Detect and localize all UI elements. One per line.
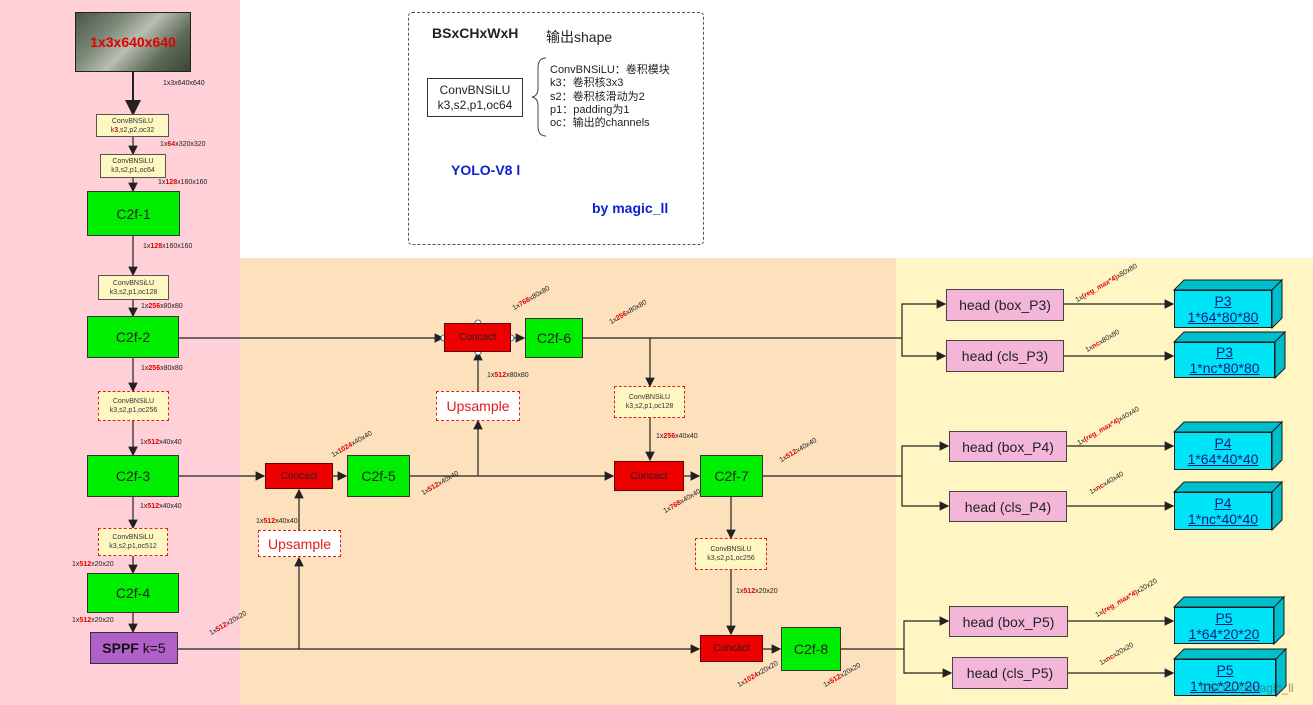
dim-label: 1x512x40x40: [140, 439, 182, 446]
head-box-p4: head (box_P4): [949, 431, 1067, 462]
legend-sample-name: ConvBNSiLU: [439, 82, 511, 97]
upsample-block-1: Upsample: [258, 530, 341, 557]
dim-label: 1x128x160x160: [143, 243, 193, 250]
legend-sample-params: k3,s2,p1,oc64: [437, 97, 513, 112]
conv-block-6-params: k3,s2,p1,oc128: [625, 403, 674, 410]
head-cls-p4: head (cls_P4): [949, 491, 1067, 522]
dim-label: 1x64x320x320: [160, 141, 206, 148]
input-dims: 1x3x640x640: [163, 80, 205, 87]
legend-explain: ConvBNSiLU：卷积模块 k3：卷积核3x3 s2：卷积核滑动为2 p1：…: [550, 64, 670, 130]
legend-box: [408, 12, 704, 245]
output-name: P3: [1214, 293, 1232, 309]
conv-block-6-name: ConvBNSiLU: [628, 394, 671, 401]
conv-block-4: ConvBNSiLU k3,s2,p1,oc256: [98, 391, 169, 421]
c2f-2-block: C2f-2: [87, 316, 179, 358]
conv-block-4-name: ConvBNSiLU: [112, 398, 155, 405]
legend-shape-label: 输出shape: [546, 29, 613, 45]
c2f-1-block: C2f-1: [87, 191, 180, 236]
output-shape: 1*64*20*20: [1188, 625, 1260, 642]
upsample-block-2: Upsample: [436, 391, 520, 421]
legend-sample-block: ConvBNSiLU k3,s2,p1,oc64: [427, 78, 523, 117]
concat-block-4: Concact: [700, 635, 763, 662]
conv-block-2: ConvBNSiLU k3,s2,p1,oc64: [100, 154, 166, 178]
head-cls-p5: head (cls_P5): [952, 657, 1068, 689]
output-name: P4: [1214, 435, 1232, 451]
conv-block-3-name: ConvBNSiLU: [112, 279, 155, 287]
concat-block-1: Concact: [265, 463, 333, 489]
conv-block-1: ConvBNSiLU k3,s2,p2,oc32: [96, 114, 169, 137]
output-name: P3: [1215, 344, 1234, 360]
c2f-8-block: C2f-8: [781, 627, 841, 671]
dim-label: 1x512x40x40: [256, 518, 298, 525]
conv-block-3: ConvBNSiLU k3,s2,p1,oc128: [98, 275, 169, 300]
dim-label: 1x256x40x40: [656, 433, 698, 440]
conv-block-1-name: ConvBNSiLU: [111, 117, 154, 125]
conv-block-1-params: k3,s2,p2,oc32: [110, 126, 155, 134]
output-name: P5: [1216, 661, 1234, 678]
conv-block-2-params: k3,s2,p1,oc64: [111, 167, 155, 174]
concat-block-3: Concact: [614, 461, 684, 491]
dim-label: 1x256x80x80: [141, 303, 183, 310]
head-box-p5: head (box_P5): [949, 606, 1068, 637]
conv-block-3-params: k3,s2,p1,oc128: [109, 288, 158, 296]
conv-block-7: ConvBNSiLU k3,s2,p1,oc256: [695, 538, 767, 570]
conv-block-2-name: ConvBNSiLU: [112, 158, 154, 165]
model-name: YOLO-V8 l: [451, 162, 521, 178]
c2f-7-block: C2f-7: [700, 455, 763, 497]
output-shape: 1*nc*80*80: [1189, 360, 1260, 376]
concat-block-2: Concact: [444, 323, 511, 352]
output-name: P4: [1214, 495, 1232, 511]
conv-block-6: ConvBNSiLU k3,s2,p1,oc128: [614, 386, 685, 418]
sppf-block: SPPF k=5: [90, 632, 178, 664]
watermark: CSDN @magic_ll: [1200, 681, 1294, 695]
c2f-6-block: C2f-6: [525, 318, 583, 358]
conv-block-4-params: k3,s2,p1,oc256: [109, 407, 158, 414]
dim-label: 1x512x20x20: [736, 588, 778, 595]
c2f-3-block: C2f-3: [87, 455, 179, 497]
head-cls-p3: head (cls_P3): [946, 340, 1064, 372]
output-shape: 1*64*80*80: [1187, 309, 1259, 325]
output-name: P5: [1215, 609, 1233, 626]
author-label: by magic_ll: [592, 200, 669, 216]
dim-label: 1x128x160x160: [158, 179, 208, 186]
input-image: 1x3x640x640: [75, 12, 191, 72]
input-label: 1x3x640x640: [90, 34, 176, 50]
head-box-p3: head (box_P3): [946, 289, 1064, 321]
output-shape: 1*nc*40*40: [1187, 511, 1259, 527]
dim-label: 1x512x40x40: [140, 503, 182, 510]
output-shape: 1*nc*20*20: [1189, 677, 1261, 694]
dim-label: 1x512x20x20: [72, 617, 114, 624]
dim-label: 1x256x80x80: [141, 365, 183, 372]
conv-block-7-params: k3,s2,p1,oc256: [707, 555, 755, 562]
conv-block-5: ConvBNSiLU k3,s2,p1,oc512: [98, 528, 168, 556]
conv-block-5-name: ConvBNSiLU: [112, 534, 154, 541]
dim-label: 1x512x80x80: [487, 372, 529, 379]
dim-label: 1x512x20x20: [72, 561, 114, 568]
c2f-4-block: C2f-4: [87, 573, 179, 613]
conv-block-5-params: k3,s2,p1,oc512: [109, 543, 157, 550]
output-shape: 1*64*40*40: [1187, 451, 1259, 467]
legend-title: BSxCHxWxH: [432, 25, 519, 41]
conv-block-7-name: ConvBNSiLU: [710, 546, 752, 553]
c2f-5-block: C2f-5: [347, 455, 410, 497]
